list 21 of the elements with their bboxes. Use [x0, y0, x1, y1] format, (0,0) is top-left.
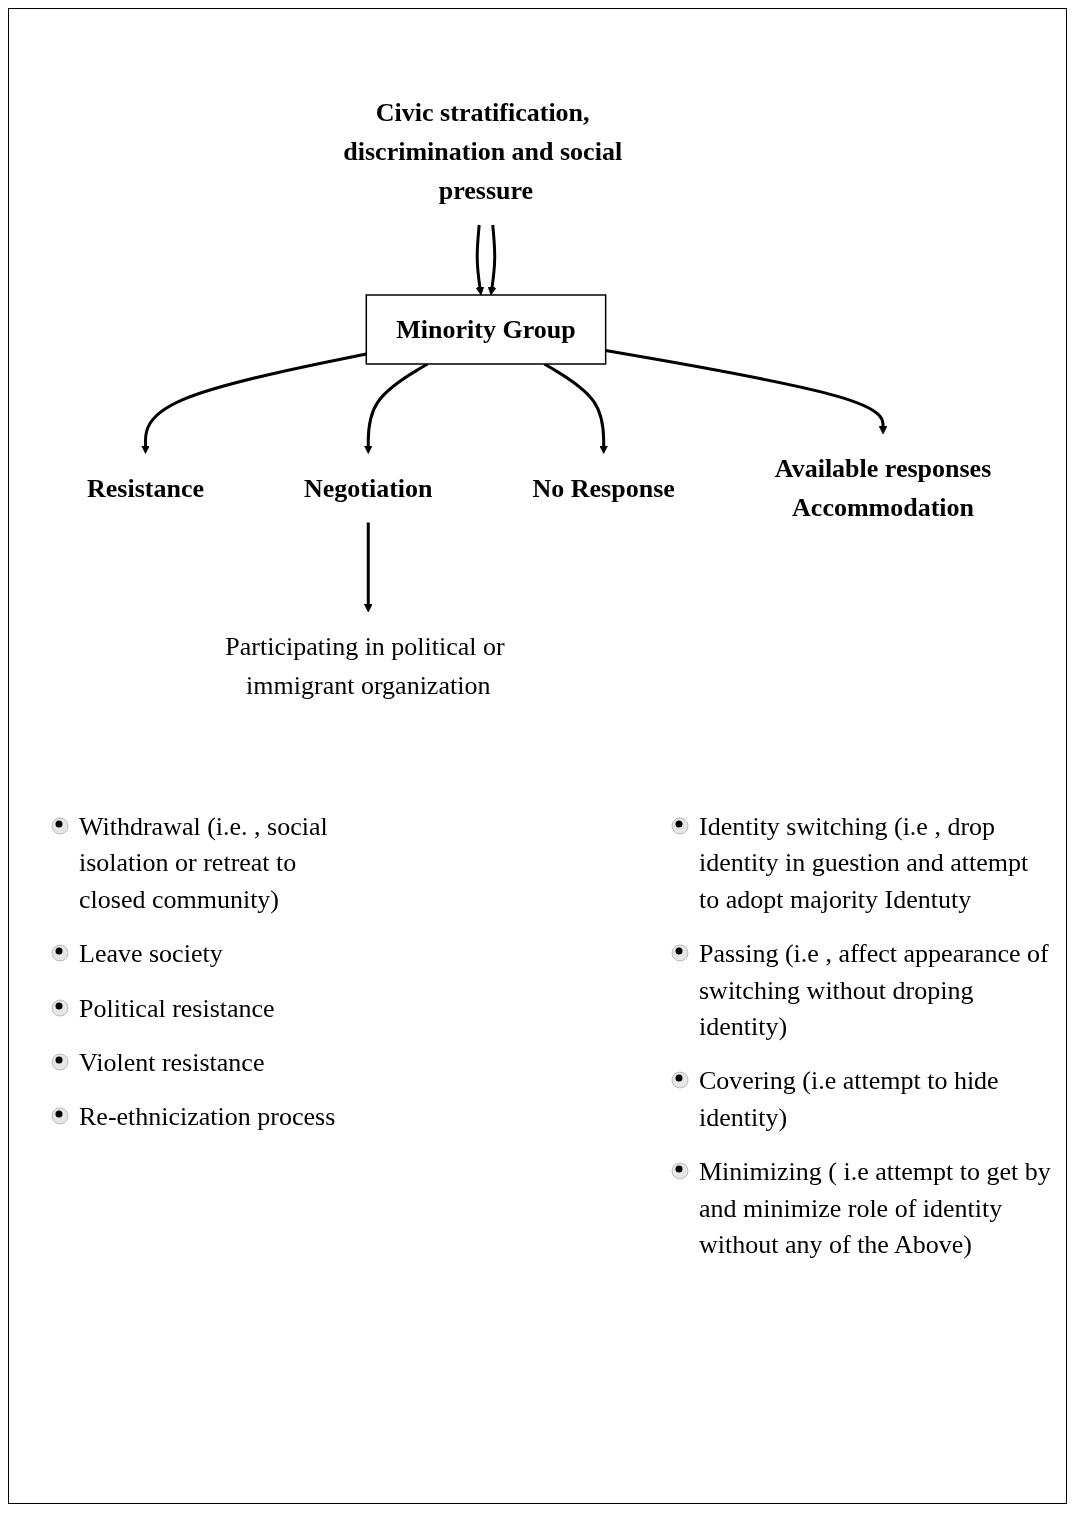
node-text: No Response [532, 473, 675, 503]
list-item-text: Passing (i.e , affect appearance of switching without droping identity) [699, 938, 1050, 1043]
list-item-text: Identity switching (i.e , drop identity in guestion and attempt to adopt majority Identuty [699, 811, 1030, 916]
arrow [475, 224, 485, 296]
node-text: Civic stratification, discrimination and social pressure [343, 98, 622, 205]
list-item-text: Re-ethnicization process [79, 1101, 336, 1134]
list-item-text: Leave society [79, 938, 223, 971]
list-item-text: Covering (i.e attempt to hide identity) [699, 1065, 1000, 1134]
list-item-text: Political resistance [79, 992, 275, 1025]
node-text: Participating in political or immigrant organization [225, 632, 505, 700]
list-item-text: Minimizing ( i.e attempt to get by and minimize role of identity without any of the Above) [699, 1156, 1051, 1261]
node-text: Available responses Accommodation [774, 454, 992, 522]
node-text: Resistance [86, 473, 204, 503]
arrow [140, 352, 367, 454]
list-item-text: Withdrawal (i.e. , social isolation or retreat to closed community) [79, 811, 329, 916]
list-item-text: Violent resistance [79, 1046, 265, 1079]
node-text: Negotiation [303, 473, 433, 503]
arrow [605, 348, 888, 435]
node-box: Minority Group [365, 294, 607, 365]
arrow [487, 224, 497, 296]
arrow [363, 522, 373, 613]
